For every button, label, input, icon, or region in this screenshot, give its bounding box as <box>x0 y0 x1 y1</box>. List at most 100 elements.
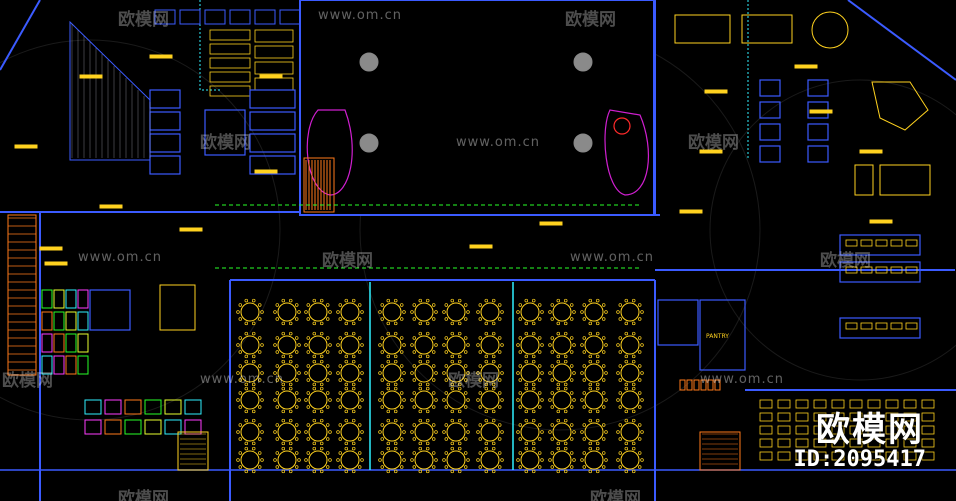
service-room <box>759 101 781 119</box>
auditorium-seat <box>831 451 845 461</box>
chair <box>431 364 436 368</box>
chair <box>457 321 462 326</box>
chair <box>516 310 520 314</box>
chair <box>569 423 574 427</box>
chair <box>616 310 620 314</box>
chair <box>457 469 462 474</box>
kitchen-equipment <box>124 399 142 415</box>
chair <box>595 441 600 446</box>
chair <box>399 437 404 441</box>
chair <box>444 378 449 382</box>
banquet-table <box>277 363 297 383</box>
watermark-logo: 欧模网 <box>448 371 499 391</box>
chair <box>569 391 574 395</box>
auditorium-seat <box>885 412 899 422</box>
office-room <box>149 133 181 153</box>
banquet-table <box>480 422 500 442</box>
chair <box>618 350 623 354</box>
chair <box>238 303 243 307</box>
chair <box>595 469 600 474</box>
chair <box>294 437 299 441</box>
chair <box>344 382 349 387</box>
kitchen-equipment <box>164 419 182 435</box>
banquet-table <box>277 390 297 410</box>
chair <box>412 336 417 340</box>
exterior-wall <box>0 0 41 71</box>
chair <box>531 409 536 414</box>
auditorium-seat <box>813 451 827 461</box>
chair <box>344 469 349 474</box>
chair <box>450 441 455 446</box>
chair <box>478 391 483 395</box>
classroom-room <box>839 234 921 256</box>
chair <box>304 310 308 314</box>
chair <box>618 336 623 340</box>
banquet-table <box>414 335 434 355</box>
banquet-table <box>340 335 360 355</box>
auditorium-seat <box>813 399 827 409</box>
chair <box>550 423 555 427</box>
chair <box>497 378 502 382</box>
auditorium-seat <box>849 438 863 448</box>
chair <box>450 331 455 336</box>
banquet-table <box>340 450 360 470</box>
kitchen-equipment <box>144 419 162 435</box>
desk <box>209 43 251 55</box>
chair <box>281 331 286 336</box>
chair <box>351 386 356 391</box>
chair <box>531 354 536 359</box>
equipment <box>686 379 693 391</box>
desk <box>875 239 888 247</box>
watermark-logo: 欧模网 <box>565 10 616 30</box>
chair <box>260 371 264 375</box>
chair <box>380 350 385 354</box>
chair <box>491 446 496 451</box>
chair <box>260 343 264 347</box>
chair <box>418 418 423 423</box>
kitchen-equipment <box>104 399 122 415</box>
chair <box>624 386 629 391</box>
chair <box>537 364 542 368</box>
chair <box>637 350 642 354</box>
chair <box>393 321 398 326</box>
sofa <box>854 164 874 196</box>
chair <box>281 469 286 474</box>
chair <box>386 321 391 326</box>
kitchen-equipment <box>65 355 77 375</box>
chair <box>431 391 436 395</box>
chair <box>531 441 536 446</box>
chair <box>601 378 606 382</box>
chair <box>251 382 256 387</box>
chair <box>357 391 362 395</box>
kitchen-equipment <box>41 333 53 353</box>
chair <box>244 446 249 451</box>
column <box>359 133 379 153</box>
chair <box>582 303 587 307</box>
chair <box>540 371 544 375</box>
banquet-table <box>240 390 260 410</box>
chair <box>328 458 332 462</box>
auditorium-seat <box>795 425 809 435</box>
chair <box>531 298 536 303</box>
watermark-logo: 欧模网 <box>820 251 871 271</box>
chair <box>351 441 356 446</box>
chair <box>624 359 629 364</box>
chair <box>595 298 600 303</box>
chair <box>434 343 438 347</box>
chair <box>386 359 391 364</box>
auditorium-seat <box>759 425 773 435</box>
office-room <box>204 9 226 25</box>
chair <box>580 458 584 462</box>
chair <box>410 310 414 314</box>
chair <box>393 359 398 364</box>
chair <box>540 310 544 314</box>
chair <box>412 465 417 469</box>
chair <box>518 303 523 307</box>
chair <box>288 469 293 474</box>
chair <box>431 378 436 382</box>
chair <box>357 364 362 368</box>
chair <box>312 382 317 387</box>
chair <box>360 371 364 375</box>
chair <box>548 310 552 314</box>
chair <box>518 391 523 395</box>
